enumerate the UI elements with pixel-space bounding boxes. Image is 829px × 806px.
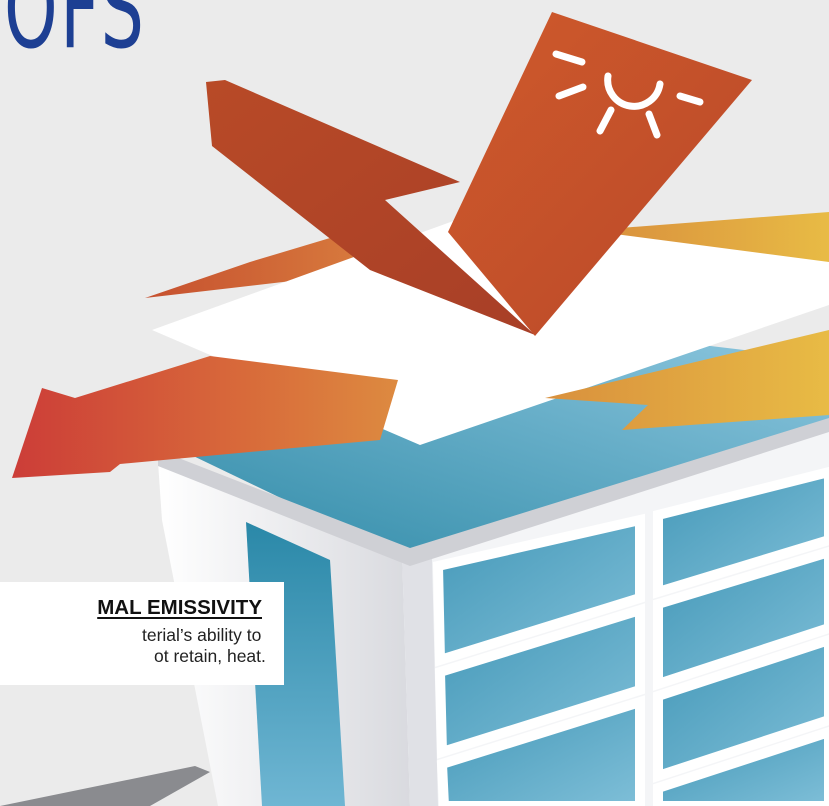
reflected-arrow-yellow-lower	[545, 330, 829, 430]
window-pane	[653, 726, 829, 806]
reflected-sunlight-arrow	[448, 12, 752, 336]
emitted-heat-arrow-lower	[12, 356, 398, 478]
window-pane	[653, 634, 829, 783]
callout-body-line: terial’s ability to	[142, 625, 262, 645]
callout-heading: MAL EMISSIVITY	[97, 596, 262, 619]
window-pane	[432, 513, 645, 667]
window-pane	[434, 603, 645, 759]
ground-shadow	[0, 766, 210, 806]
callout-body-line: ot retain, heat.	[154, 646, 266, 666]
roof-rim	[158, 418, 829, 566]
sun-icon	[552, 50, 704, 139]
window-pane	[653, 466, 829, 599]
window-pane	[436, 695, 645, 806]
callout-body: terial’s ability to ot retain, heat.	[0, 625, 266, 667]
window-grid	[432, 466, 829, 806]
thermal-emissivity-callout: MAL EMISSIVITY terial’s ability to ot re…	[0, 582, 284, 685]
page-title-fragment: OFS	[4, 0, 147, 73]
window-pane	[653, 546, 829, 691]
building-corner-pillar	[402, 552, 438, 806]
incoming-sunlight-arrow	[206, 80, 535, 335]
